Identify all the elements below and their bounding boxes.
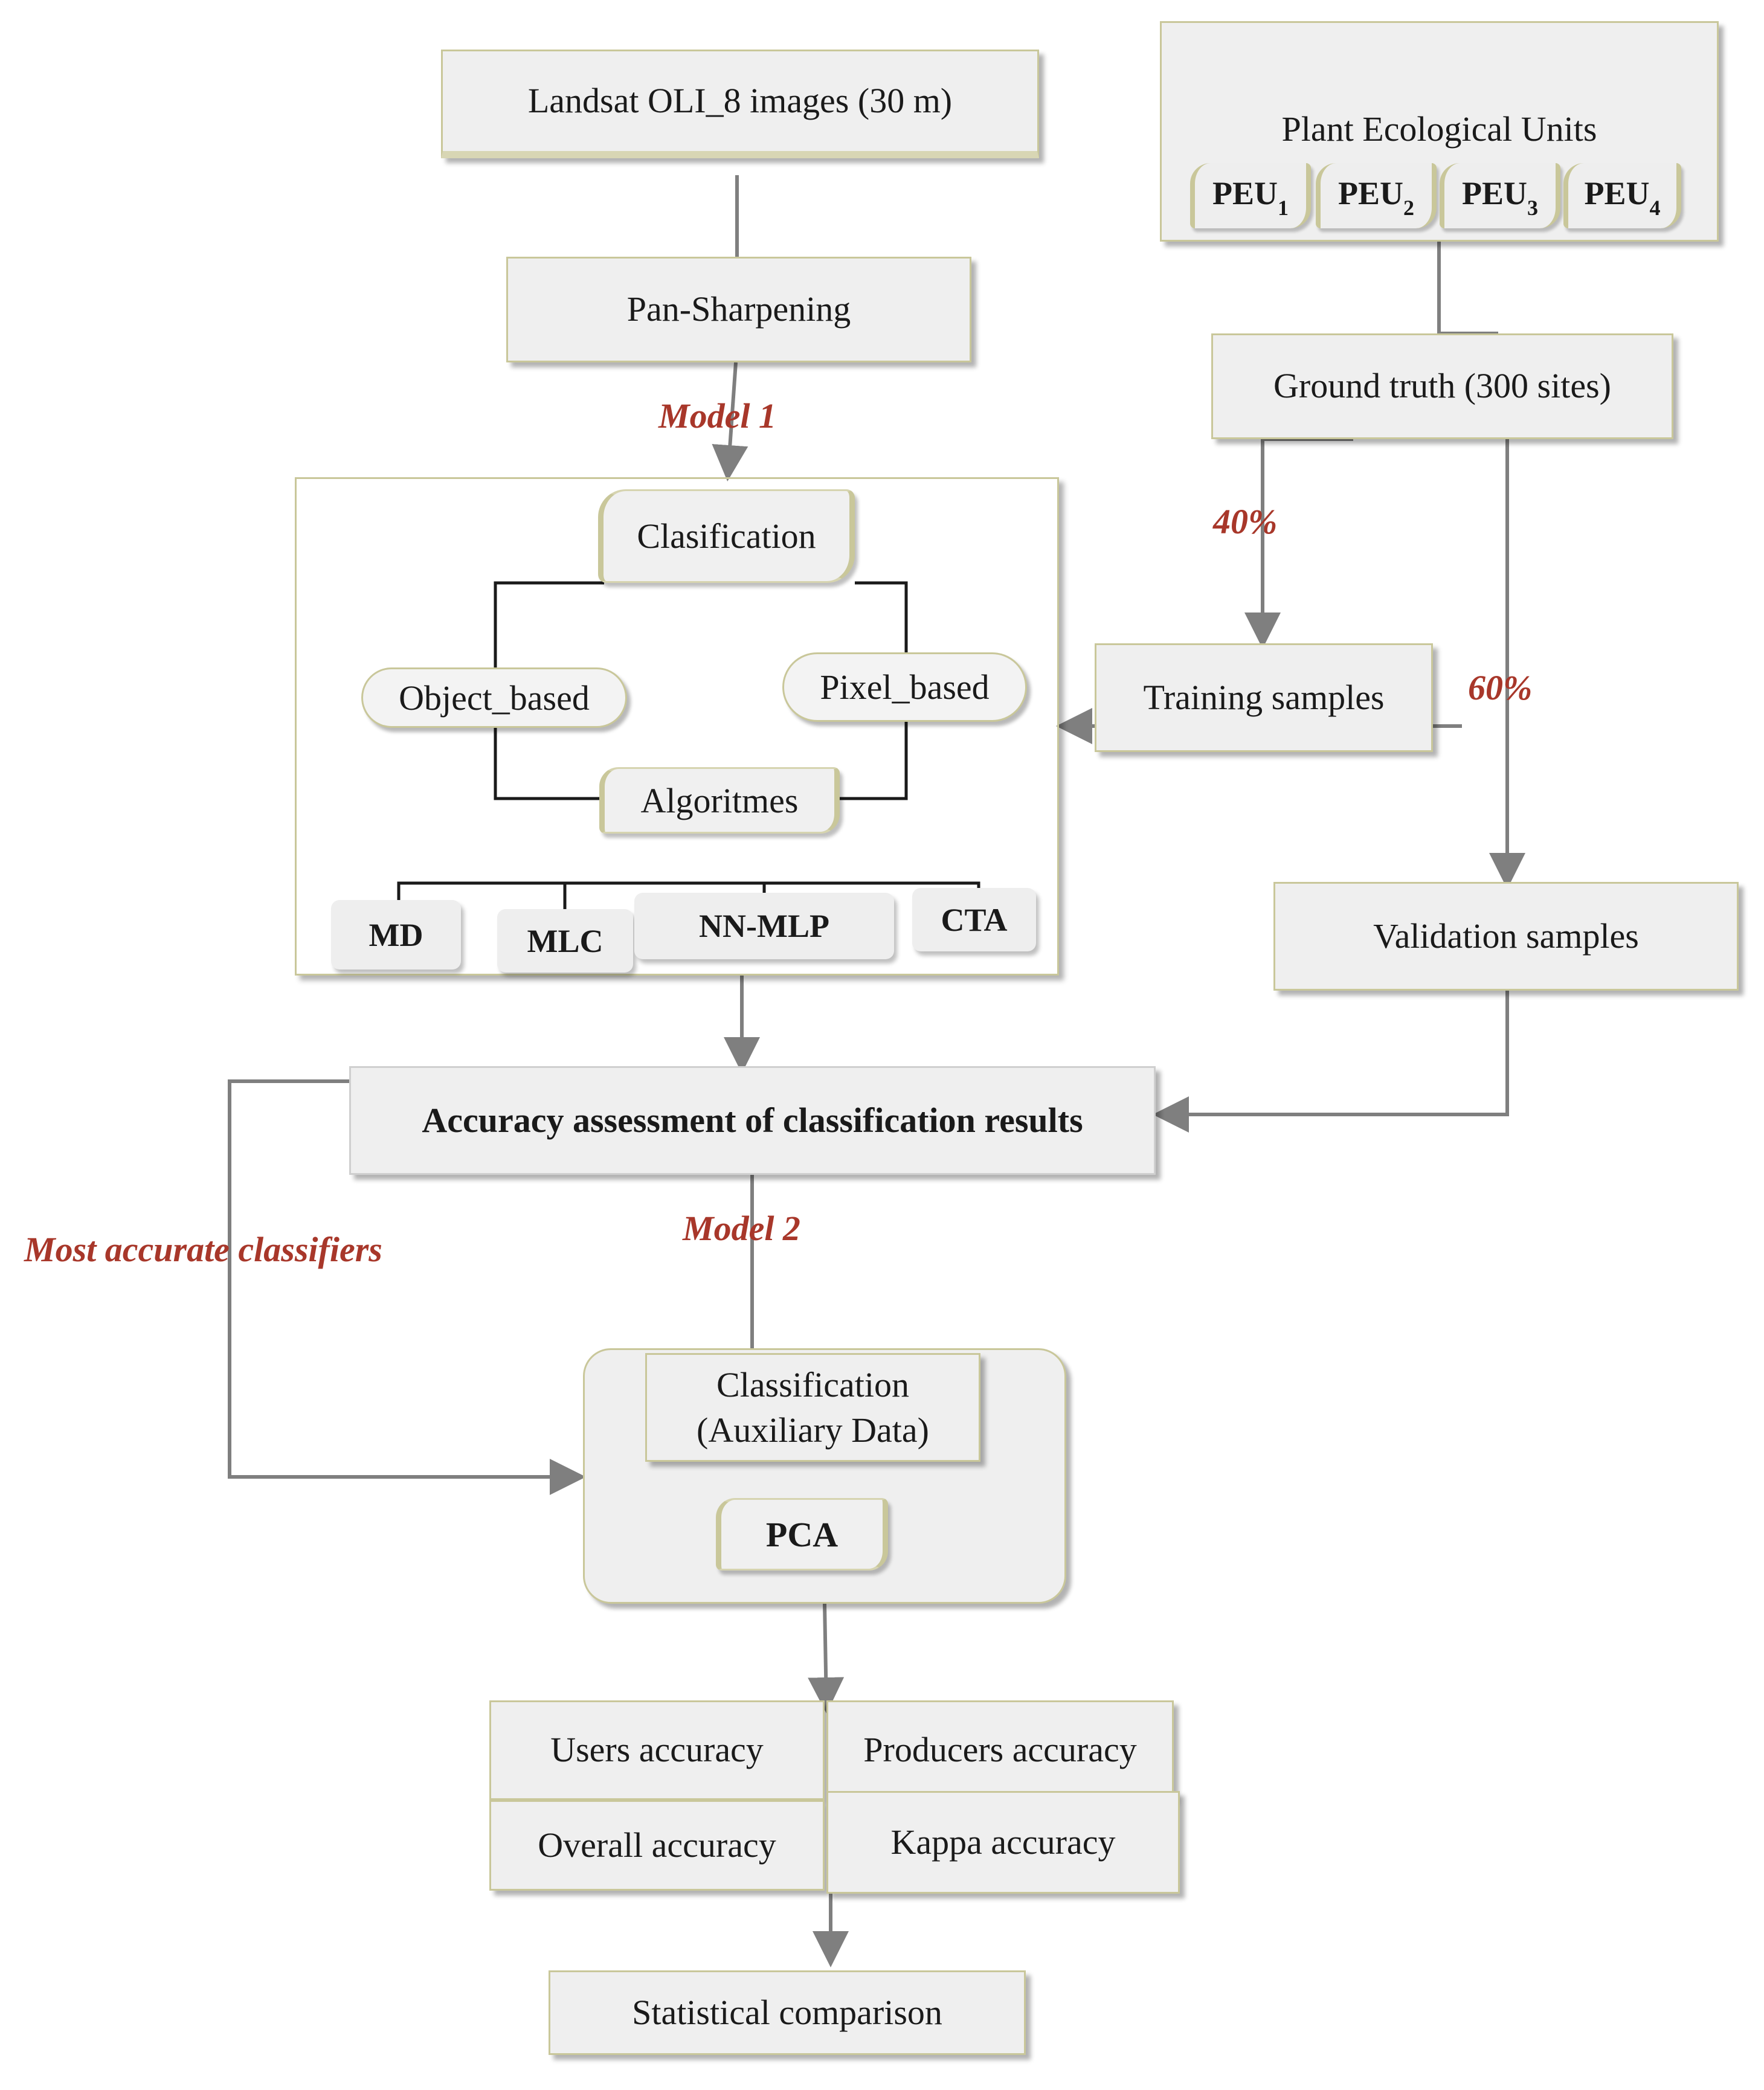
pan-sharpening-box: Pan-Sharpening	[506, 257, 971, 362]
validation-samples-label: Validation samples	[1373, 916, 1639, 956]
pixel-based-pill: Pixel_based	[782, 652, 1027, 722]
kappa-accuracy-box: Kappa accuracy	[826, 1791, 1180, 1894]
landsat-images-label: Landsat OLI_8 images (30 m)	[527, 81, 953, 121]
edge-peu-groundtruth	[1437, 242, 1498, 335]
statistical-comparison-box: Statistical comparison	[549, 1970, 1026, 2055]
tree-object-algorithms	[494, 728, 601, 800]
ground-truth-box: Ground truth (300 sites)	[1211, 333, 1673, 439]
algorithm-mlc-label: MLC	[527, 922, 604, 959]
percent-40-label: 40%	[1213, 502, 1278, 541]
statistical-comparison-label: Statistical comparison	[632, 1992, 942, 2032]
object-based-label: Object_based	[399, 678, 590, 718]
percent-60-label: 60%	[1468, 668, 1533, 707]
pan-sharpening-label: Pan-Sharpening	[626, 289, 851, 329]
landsat-images-box: Landsat OLI_8 images (30 m)	[441, 50, 1039, 158]
pixel-based-label: Pixel_based	[820, 667, 990, 707]
producers-accuracy-label: Producers accuracy	[863, 1730, 1137, 1770]
plant-ecological-units-label: Plant Ecological Units	[1281, 109, 1597, 149]
classification-label: Clasification	[637, 516, 816, 556]
edge-model2-accuracies	[808, 1603, 845, 1714]
kappa-accuracy-label: Kappa accuracy	[890, 1822, 1116, 1862]
most-accurate-classifiers-label: Most accurate classifiers	[24, 1230, 382, 1269]
algorithm-mlc-tab: MLC	[497, 909, 633, 973]
algorithm-md-tab: MD	[331, 900, 461, 969]
model-2-label: Model 2	[683, 1209, 800, 1248]
peu-2-text: PEU2	[1338, 175, 1414, 220]
pca-tab: PCA	[716, 1498, 888, 1571]
edge-accuracy-loop	[228, 1079, 586, 1495]
users-accuracy-label: Users accuracy	[550, 1730, 764, 1770]
classification-auxiliary-box: Classification (Auxiliary Data)	[645, 1353, 980, 1462]
edge-pan-classification	[712, 362, 748, 481]
tree-classification-pixel	[855, 581, 908, 652]
algorithms-label: Algoritmes	[640, 780, 799, 820]
peu-2-tab: PEU2	[1316, 163, 1437, 228]
algorithm-md-label: MD	[369, 916, 423, 953]
peu-1-text: PEU1	[1212, 175, 1289, 220]
object-based-pill: Object_based	[361, 667, 627, 728]
algorithm-cta-tab: CTA	[912, 888, 1036, 951]
overall-accuracy-label: Overall accuracy	[538, 1825, 776, 1865]
overall-accuracy-box: Overall accuracy	[489, 1800, 825, 1891]
edge-groundtruth-training	[1244, 437, 1353, 649]
model-1-label: Model 1	[658, 396, 776, 436]
peu-3-text: PEU3	[1462, 175, 1538, 220]
peu-4-tab: PEU4	[1563, 163, 1681, 228]
validation-samples-box: Validation samples	[1273, 882, 1739, 991]
pca-label: PCA	[765, 1514, 839, 1554]
peu-3-tab: PEU3	[1440, 163, 1560, 228]
tree-pixel-algorithms	[840, 722, 908, 800]
training-samples-box: Training samples	[1095, 643, 1433, 752]
peu-1-tab: PEU1	[1190, 163, 1311, 228]
classification-auxiliary-line1: Classification	[716, 1365, 909, 1404]
tree-classification-object	[494, 581, 604, 667]
producers-accuracy-box: Producers accuracy	[826, 1700, 1174, 1800]
algorithm-cta-label: CTA	[941, 901, 1008, 938]
algorithm-nn-mlp-label: NN-MLP	[699, 908, 829, 944]
edge-validation-accuracy	[1153, 991, 1509, 1133]
users-accuracy-box: Users accuracy	[489, 1700, 825, 1800]
classification-tab: Clasification	[598, 489, 855, 583]
algorithms-tab: Algoritmes	[599, 767, 840, 834]
ground-truth-label: Ground truth (300 sites)	[1273, 366, 1611, 406]
accuracy-assessment-box: Accuracy assessment of classification re…	[349, 1066, 1156, 1175]
classification-auxiliary-line2: (Auxiliary Data)	[697, 1410, 929, 1450]
accuracy-assessment-label: Accuracy assessment of classification re…	[422, 1100, 1083, 1140]
training-samples-label: Training samples	[1143, 677, 1385, 717]
peu-4-text: PEU4	[1584, 175, 1661, 220]
algorithm-nn-mlp-tab: NN-MLP	[634, 893, 894, 959]
